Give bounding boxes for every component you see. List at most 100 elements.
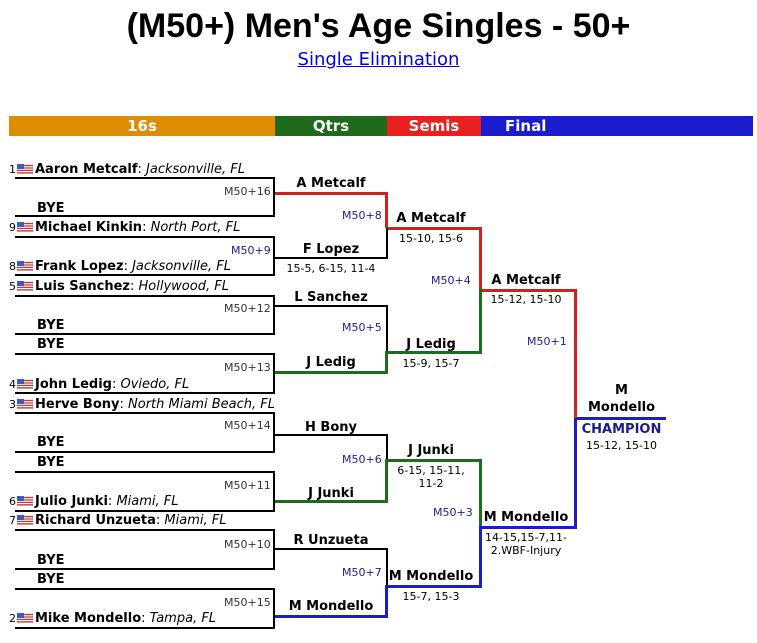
- semi-score: 6-15, 15-11,: [397, 464, 465, 477]
- match-label[interactable]: M50+15: [224, 596, 271, 609]
- qtr-connector: [386, 228, 388, 259]
- player-location: Miami, FL: [116, 494, 179, 509]
- player-name[interactable]: Frank Lopez: [35, 259, 124, 274]
- qtr-connector-blue: [385, 585, 388, 618]
- qtr-winner[interactable]: H Bony: [305, 420, 357, 435]
- page-title: (M50+) Men's Age Singles - 50+: [126, 7, 631, 45]
- player-name[interactable]: John Ledig: [35, 377, 112, 392]
- r16-connector: [273, 588, 275, 629]
- qtr-winner[interactable]: A Metcalf: [296, 176, 366, 191]
- flag-icon: [17, 613, 33, 623]
- seed-number: 8: [9, 260, 16, 273]
- qtr-winner[interactable]: J Junki: [308, 486, 354, 501]
- seed-number: 6: [9, 495, 16, 508]
- qtr-line: [275, 548, 387, 550]
- semi-score: 15-9, 15-7: [402, 357, 460, 370]
- qtr-winner[interactable]: F Lopez: [302, 242, 360, 257]
- player-name[interactable]: Herve Bony: [35, 397, 120, 412]
- match-label[interactable]: M50+3: [433, 506, 473, 519]
- qtr-winner[interactable]: J Ledig: [306, 355, 356, 370]
- entry-line: [15, 392, 274, 394]
- match-label[interactable]: M50+1: [527, 335, 567, 348]
- semi-winner[interactable]: J Ledig: [406, 337, 456, 352]
- entry-line: [15, 333, 274, 335]
- qtr-winner[interactable]: M Mondello: [288, 599, 374, 614]
- r16-connector: [273, 295, 275, 335]
- final-score: 2.WBF-Injury: [490, 544, 562, 557]
- match-label[interactable]: M50+10: [224, 538, 271, 551]
- entry-line: [15, 627, 274, 629]
- match-label[interactable]: M50+11: [224, 479, 271, 492]
- match-label[interactable]: M50+16: [224, 185, 271, 198]
- semi-score: 15-7, 15-3: [402, 590, 460, 603]
- qtr-line-red: [275, 192, 387, 195]
- entry-line: [15, 353, 274, 355]
- match-label[interactable]: M50+7: [342, 566, 382, 579]
- player-name[interactable]: Richard Unzueta: [35, 513, 156, 528]
- player-location: Jacksonville, FL: [146, 162, 245, 177]
- r16-connector: [273, 177, 275, 217]
- match-label[interactable]: M50+9: [231, 244, 271, 257]
- player-name[interactable]: Mike Mondello: [35, 611, 142, 626]
- player-name[interactable]: Michael Kinkin: [35, 220, 143, 235]
- subtitle: Single Elimination: [0, 49, 757, 71]
- entry-line: [15, 471, 274, 473]
- entry-line: [15, 568, 274, 570]
- flag-icon: [17, 379, 33, 389]
- player-location: North Miami Beach, FL: [128, 397, 275, 412]
- semi-winner[interactable]: M Mondello: [388, 569, 474, 584]
- entry-line: [15, 451, 274, 453]
- flag-icon: [17, 164, 33, 174]
- bye-label: BYE: [37, 337, 65, 352]
- player-name[interactable]: Julio Junki: [35, 494, 108, 509]
- r16-connector: [273, 353, 275, 394]
- player-location: Tampa, FL: [149, 611, 217, 626]
- champion-name[interactable]: M: [615, 383, 628, 398]
- player-location: Hollywood, FL: [138, 279, 229, 294]
- match-label[interactable]: M50+6: [342, 453, 382, 466]
- final-winner[interactable]: A Metcalf: [491, 273, 561, 288]
- bye-label: BYE: [37, 572, 65, 587]
- bye-label: BYE: [37, 455, 65, 470]
- match-label[interactable]: M50+14: [224, 419, 271, 432]
- champion-name[interactable]: Mondello: [587, 400, 656, 415]
- qtr-line: [275, 434, 387, 436]
- qtr-line-green: [275, 371, 387, 374]
- final-score: 14-15,15-7,11-: [485, 531, 567, 544]
- qtr-connector-green: [385, 351, 388, 374]
- player-name[interactable]: Aaron Metcalf: [35, 162, 138, 177]
- qtr-connector-green: [385, 459, 388, 503]
- final-score: 15-12, 15-10: [490, 293, 562, 306]
- seed-number: 4: [9, 378, 16, 391]
- final-winner[interactable]: M Mondello: [483, 510, 569, 525]
- bye-label: BYE: [37, 201, 65, 216]
- round-header-16s: 16s: [9, 116, 275, 136]
- semi-line-green: [388, 459, 481, 462]
- entry-line: [15, 274, 274, 276]
- semi-winner[interactable]: A Metcalf: [396, 211, 466, 226]
- r16-connector: [273, 529, 275, 570]
- seed-number: 3: [9, 398, 16, 411]
- match-label[interactable]: M50+13: [224, 361, 271, 374]
- flag-icon: [17, 399, 33, 409]
- match-label[interactable]: M50+12: [224, 302, 271, 315]
- match-label[interactable]: M50+5: [342, 321, 382, 334]
- match-label[interactable]: M50+8: [342, 209, 382, 222]
- entry-line: [15, 177, 274, 179]
- qtr-winner[interactable]: R Unzueta: [293, 533, 369, 548]
- semi-winner[interactable]: J Junki: [408, 443, 454, 458]
- qtr-winner[interactable]: L Sanchez: [294, 290, 368, 305]
- match-label[interactable]: M50+4: [431, 274, 471, 287]
- entry-line: [15, 215, 274, 217]
- semi-line-red: [388, 227, 481, 230]
- flag-icon: [17, 496, 33, 506]
- semi-connector-green: [479, 459, 482, 527]
- r16-connector: [273, 412, 275, 453]
- player-name[interactable]: Luis Sanchez: [35, 279, 130, 294]
- flag-icon: [17, 281, 33, 291]
- single-elimination-link[interactable]: Single Elimination: [297, 49, 460, 70]
- semi-line-blue: [388, 585, 481, 588]
